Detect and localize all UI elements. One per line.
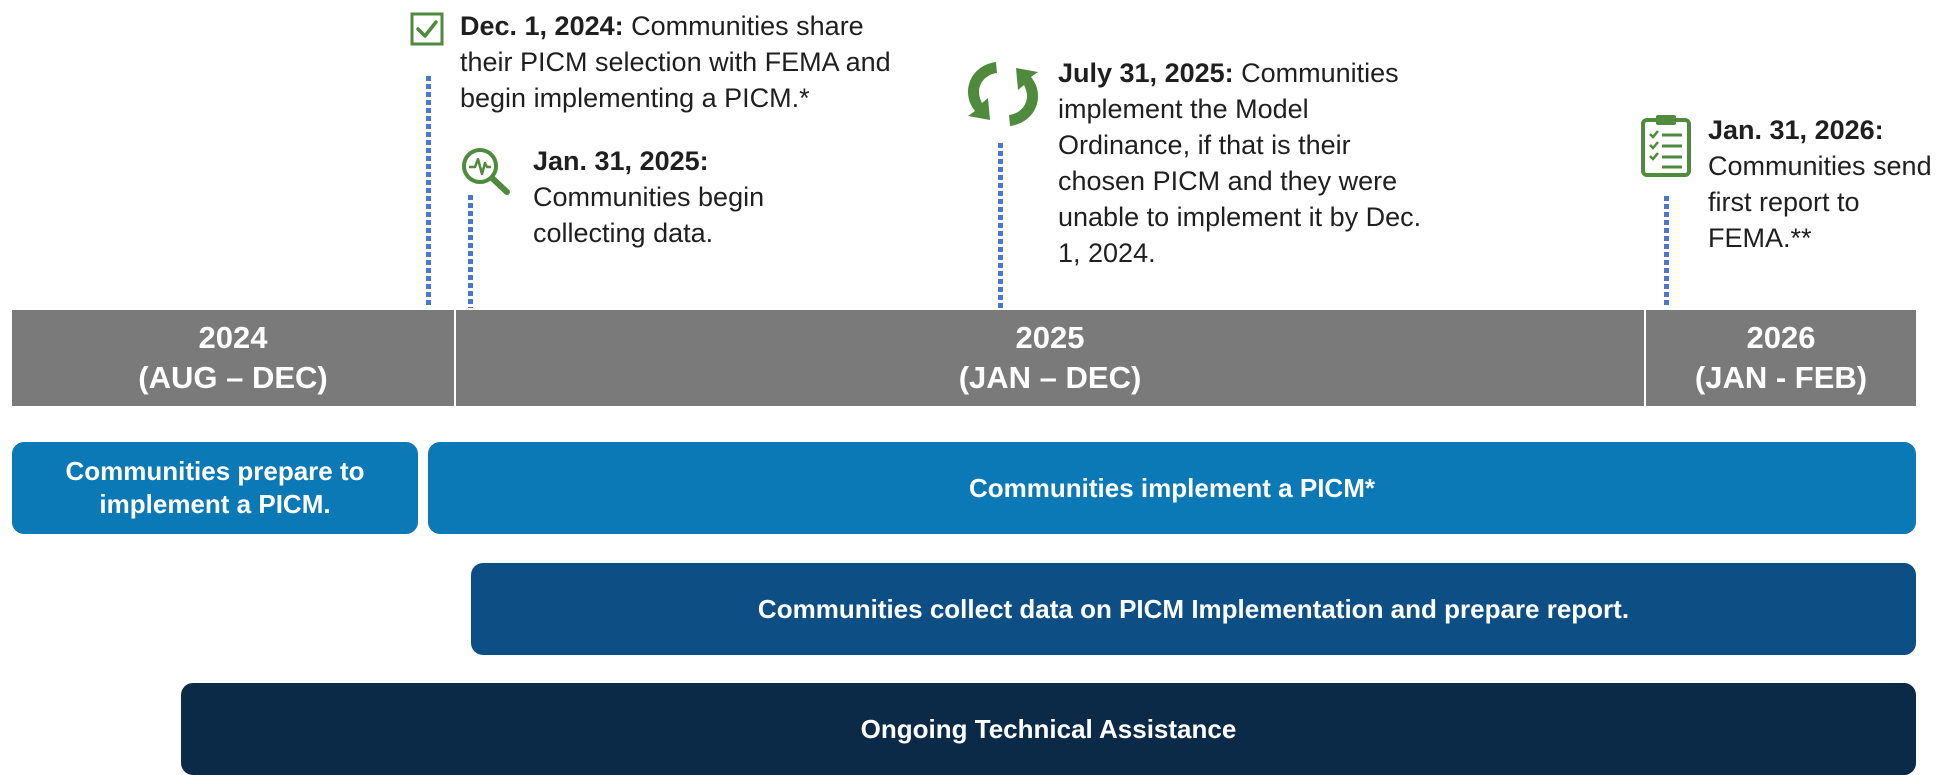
phase-technical-assistance: Ongoing Technical Assistance [181, 683, 1916, 775]
year-2026-header: 2026 (JAN - FEB) [1646, 310, 1916, 406]
year-range: (AUG – DEC) [138, 360, 328, 395]
year-2025-header: 2025 (JAN – DEC) [456, 310, 1644, 406]
milestone-date: Dec. 1, 2024: [460, 11, 624, 41]
phase-implement-label: Communities implement a PICM* [969, 472, 1375, 503]
milestone-description: Communities share their PICM selection w… [460, 11, 891, 113]
clipboard-checklist-icon [1640, 112, 1692, 178]
milestone-date: Jan. 31, 2026: [1708, 115, 1884, 145]
connector-dec-2024 [426, 76, 431, 308]
recycle-arrows-icon [960, 56, 1046, 132]
milestone-date: Jan. 31, 2025: [533, 146, 709, 176]
year-2024-header: 2024 (AUG – DEC) [12, 310, 454, 406]
year-range: (JAN – DEC) [958, 360, 1142, 395]
connector-jan-2025 [468, 195, 473, 308]
phase-collect-data: Communities collect data on PICM Impleme… [471, 563, 1916, 655]
milestone-description: Communities send first report to FEMA.** [1708, 151, 1932, 253]
milestone-jan-2026: Jan. 31, 2026: Communities send first re… [1708, 112, 1948, 256]
milestone-jul-2025: July 31, 2025: Communities implement the… [1058, 55, 1428, 271]
milestone-jan-2025: Jan. 31, 2025: Communities begin collect… [533, 143, 833, 251]
milestone-description: Communities implement the Model Ordinanc… [1058, 58, 1422, 268]
milestone-description: Communities begin collecting data. [533, 182, 765, 248]
year-label: 2024 [198, 320, 268, 355]
checkbox-icon [410, 12, 444, 46]
connector-jan-2026 [1664, 196, 1669, 308]
year-range: (JAN - FEB) [1694, 360, 1868, 395]
connector-jul-2025 [998, 143, 1003, 308]
milestone-dec-2024: Dec. 1, 2024: Communities share their PI… [460, 8, 920, 116]
magnifier-pulse-icon [458, 145, 514, 197]
phase-implement: Communities implement a PICM* [428, 442, 1916, 534]
year-label: 2026 [1746, 320, 1816, 355]
phase-prepare-label: Communities prepare to implement a PICM. [65, 456, 365, 519]
phase-collect-label: Communities collect data on PICM Impleme… [757, 593, 1630, 624]
year-label: 2025 [1015, 320, 1085, 355]
phase-assistance-label: Ongoing Technical Assistance [860, 713, 1237, 744]
phase-prepare: Communities prepare to implement a PICM. [12, 442, 418, 534]
milestone-date: July 31, 2025: [1058, 58, 1234, 88]
